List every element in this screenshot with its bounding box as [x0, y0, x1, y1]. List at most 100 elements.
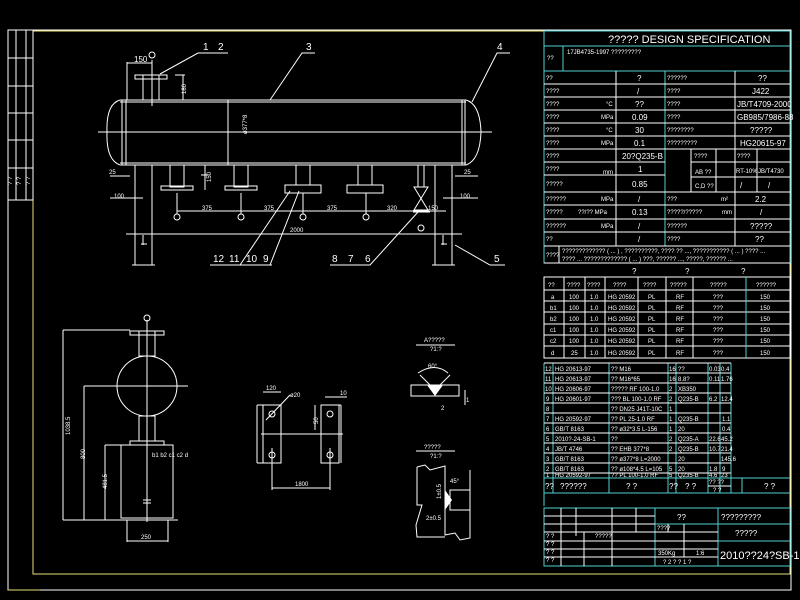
svg-text:?1:?: ?1:? [430, 347, 442, 353]
svg-text:9: 9 [546, 397, 550, 403]
svg-text:?????: ????? [670, 283, 687, 289]
svg-text:Q235-B: Q235-B [678, 447, 699, 453]
svg-text:100: 100 [114, 194, 125, 200]
svg-text:????: ???? [546, 154, 560, 160]
svg-text:J422: J422 [752, 87, 770, 96]
svg-text:? ?: ? ? [626, 482, 638, 491]
svg-text:HG 20613-97: HG 20613-97 [555, 367, 592, 373]
svg-text:HG 20592: HG 20592 [608, 295, 636, 301]
svg-text:1.0: 1.0 [590, 317, 599, 323]
svg-text:1038.5: 1038.5 [66, 416, 72, 435]
svg-text:100: 100 [569, 306, 580, 312]
svg-text:1.1: 1.1 [722, 417, 731, 423]
svg-text:GB/T 8163: GB/T 8163 [555, 427, 585, 433]
svg-text:12: 12 [545, 367, 552, 373]
svg-text:????: ???? [546, 89, 560, 95]
svg-text:????: ???? [546, 141, 560, 147]
svg-text:6.2: 6.2 [709, 397, 718, 403]
svg-text:????: ???? [667, 89, 681, 95]
svg-text:60°: 60° [428, 364, 438, 370]
svg-text:25: 25 [464, 170, 471, 176]
svg-text:8: 8 [332, 254, 338, 265]
svg-text:150: 150 [760, 306, 771, 312]
svg-text:????: ???? [546, 102, 560, 108]
svg-text:0.85: 0.85 [632, 180, 648, 189]
svg-text:2: 2 [546, 467, 550, 473]
svg-text:1: 1 [546, 473, 550, 479]
svg-text:? ?: ? ? [8, 176, 14, 185]
svg-text:a: a [551, 295, 555, 301]
svg-text:mm: mm [603, 170, 613, 176]
svg-text:9: 9 [263, 254, 269, 265]
svg-text:? ?: ? ? [17, 176, 23, 185]
svg-text:MPa: MPa [601, 115, 614, 121]
svg-text:?: ? [632, 267, 637, 276]
svg-text:?? M16*65: ?? M16*65 [611, 377, 641, 383]
svg-text:1: 1 [638, 165, 643, 174]
svg-text:120: 120 [266, 386, 277, 392]
svg-text:150: 150 [760, 351, 771, 357]
svg-text:??: ?? [611, 437, 618, 443]
svg-text:Q235-A: Q235-A [678, 437, 699, 443]
svg-text:1: 1 [466, 398, 470, 404]
svg-text:JB/T4709-2000: JB/T4709-2000 [737, 100, 792, 109]
svg-text:250: 250 [141, 535, 152, 541]
svg-text:1.8: 1.8 [709, 467, 718, 473]
svg-text:180: 180 [182, 83, 188, 94]
svg-text:1.0: 1.0 [590, 306, 599, 312]
svg-text:/: / [740, 181, 743, 190]
svg-text:1.0: 1.0 [590, 339, 599, 345]
svg-text:800: 800 [81, 448, 87, 459]
svg-text:0.4: 0.4 [722, 427, 731, 433]
svg-text:GB/T 8163: GB/T 8163 [555, 467, 585, 473]
svg-text:XB350: XB350 [678, 387, 697, 393]
svg-text:PL: PL [648, 351, 656, 357]
svg-text:?? ø32*3.5 L-156: ?? ø32*3.5 L-156 [611, 427, 658, 433]
svg-text:C,D ??: C,D ?? [695, 184, 714, 190]
svg-text:100: 100 [569, 339, 580, 345]
svg-text:6: 6 [365, 254, 371, 265]
drawing-number: 2010??24?SB-1 [720, 550, 800, 562]
svg-text:PL: PL [648, 317, 656, 323]
svg-text:???: ??? [667, 197, 678, 203]
svg-text:??: ?? [669, 482, 678, 491]
svg-text:1.0: 1.0 [590, 351, 599, 357]
svg-text:1: 1 [203, 42, 209, 53]
svg-text:8: 8 [546, 407, 550, 413]
svg-text:????: ???? [546, 115, 560, 121]
svg-text:? ?: ? ? [685, 482, 697, 491]
nozzle-row: b1 100 1.0 HG 20592 PL RF ??? 150 [550, 306, 771, 312]
svg-text:?: ? [685, 267, 690, 276]
svg-text:RF: RF [676, 306, 684, 312]
svg-text:?? PL 100-1.0 RF: ?? PL 100-1.0 RF [611, 473, 658, 479]
svg-text:2: 2 [669, 397, 673, 403]
svg-text:20: 20 [678, 467, 685, 473]
svg-text:17JB4735-1997 ?????????: 17JB4735-1997 ????????? [567, 50, 642, 56]
svg-text:2: 2 [441, 406, 445, 412]
svg-text:RF: RF [676, 295, 684, 301]
svg-text:150: 150 [428, 206, 439, 212]
svg-text:11: 11 [545, 377, 552, 383]
svg-text:GB/T 8163: GB/T 8163 [555, 457, 585, 463]
svg-text:??????: ?????? [667, 224, 688, 230]
svg-text:2: 2 [669, 387, 673, 393]
svg-text:20?Q235-B: 20?Q235-B [622, 152, 663, 161]
svg-text:??????: ?????? [546, 224, 567, 230]
svg-text:?? M16: ?? M16 [611, 367, 632, 373]
svg-text:mm: mm [722, 210, 732, 216]
svg-text:0.1: 0.1 [634, 139, 646, 148]
svg-text:150: 150 [207, 171, 213, 182]
nozzle-table: ? ? ? ?? ???? ???? ???? ???? ????? ?????… [543, 267, 791, 359]
svg-text:12: 12 [213, 254, 225, 265]
svg-text:????: ???? [737, 154, 751, 160]
svg-text:?????: ????? [750, 222, 773, 231]
svg-text:6: 6 [546, 427, 550, 433]
svg-text:????: ???? [694, 154, 708, 160]
svg-text:?????: ????? [546, 182, 563, 188]
